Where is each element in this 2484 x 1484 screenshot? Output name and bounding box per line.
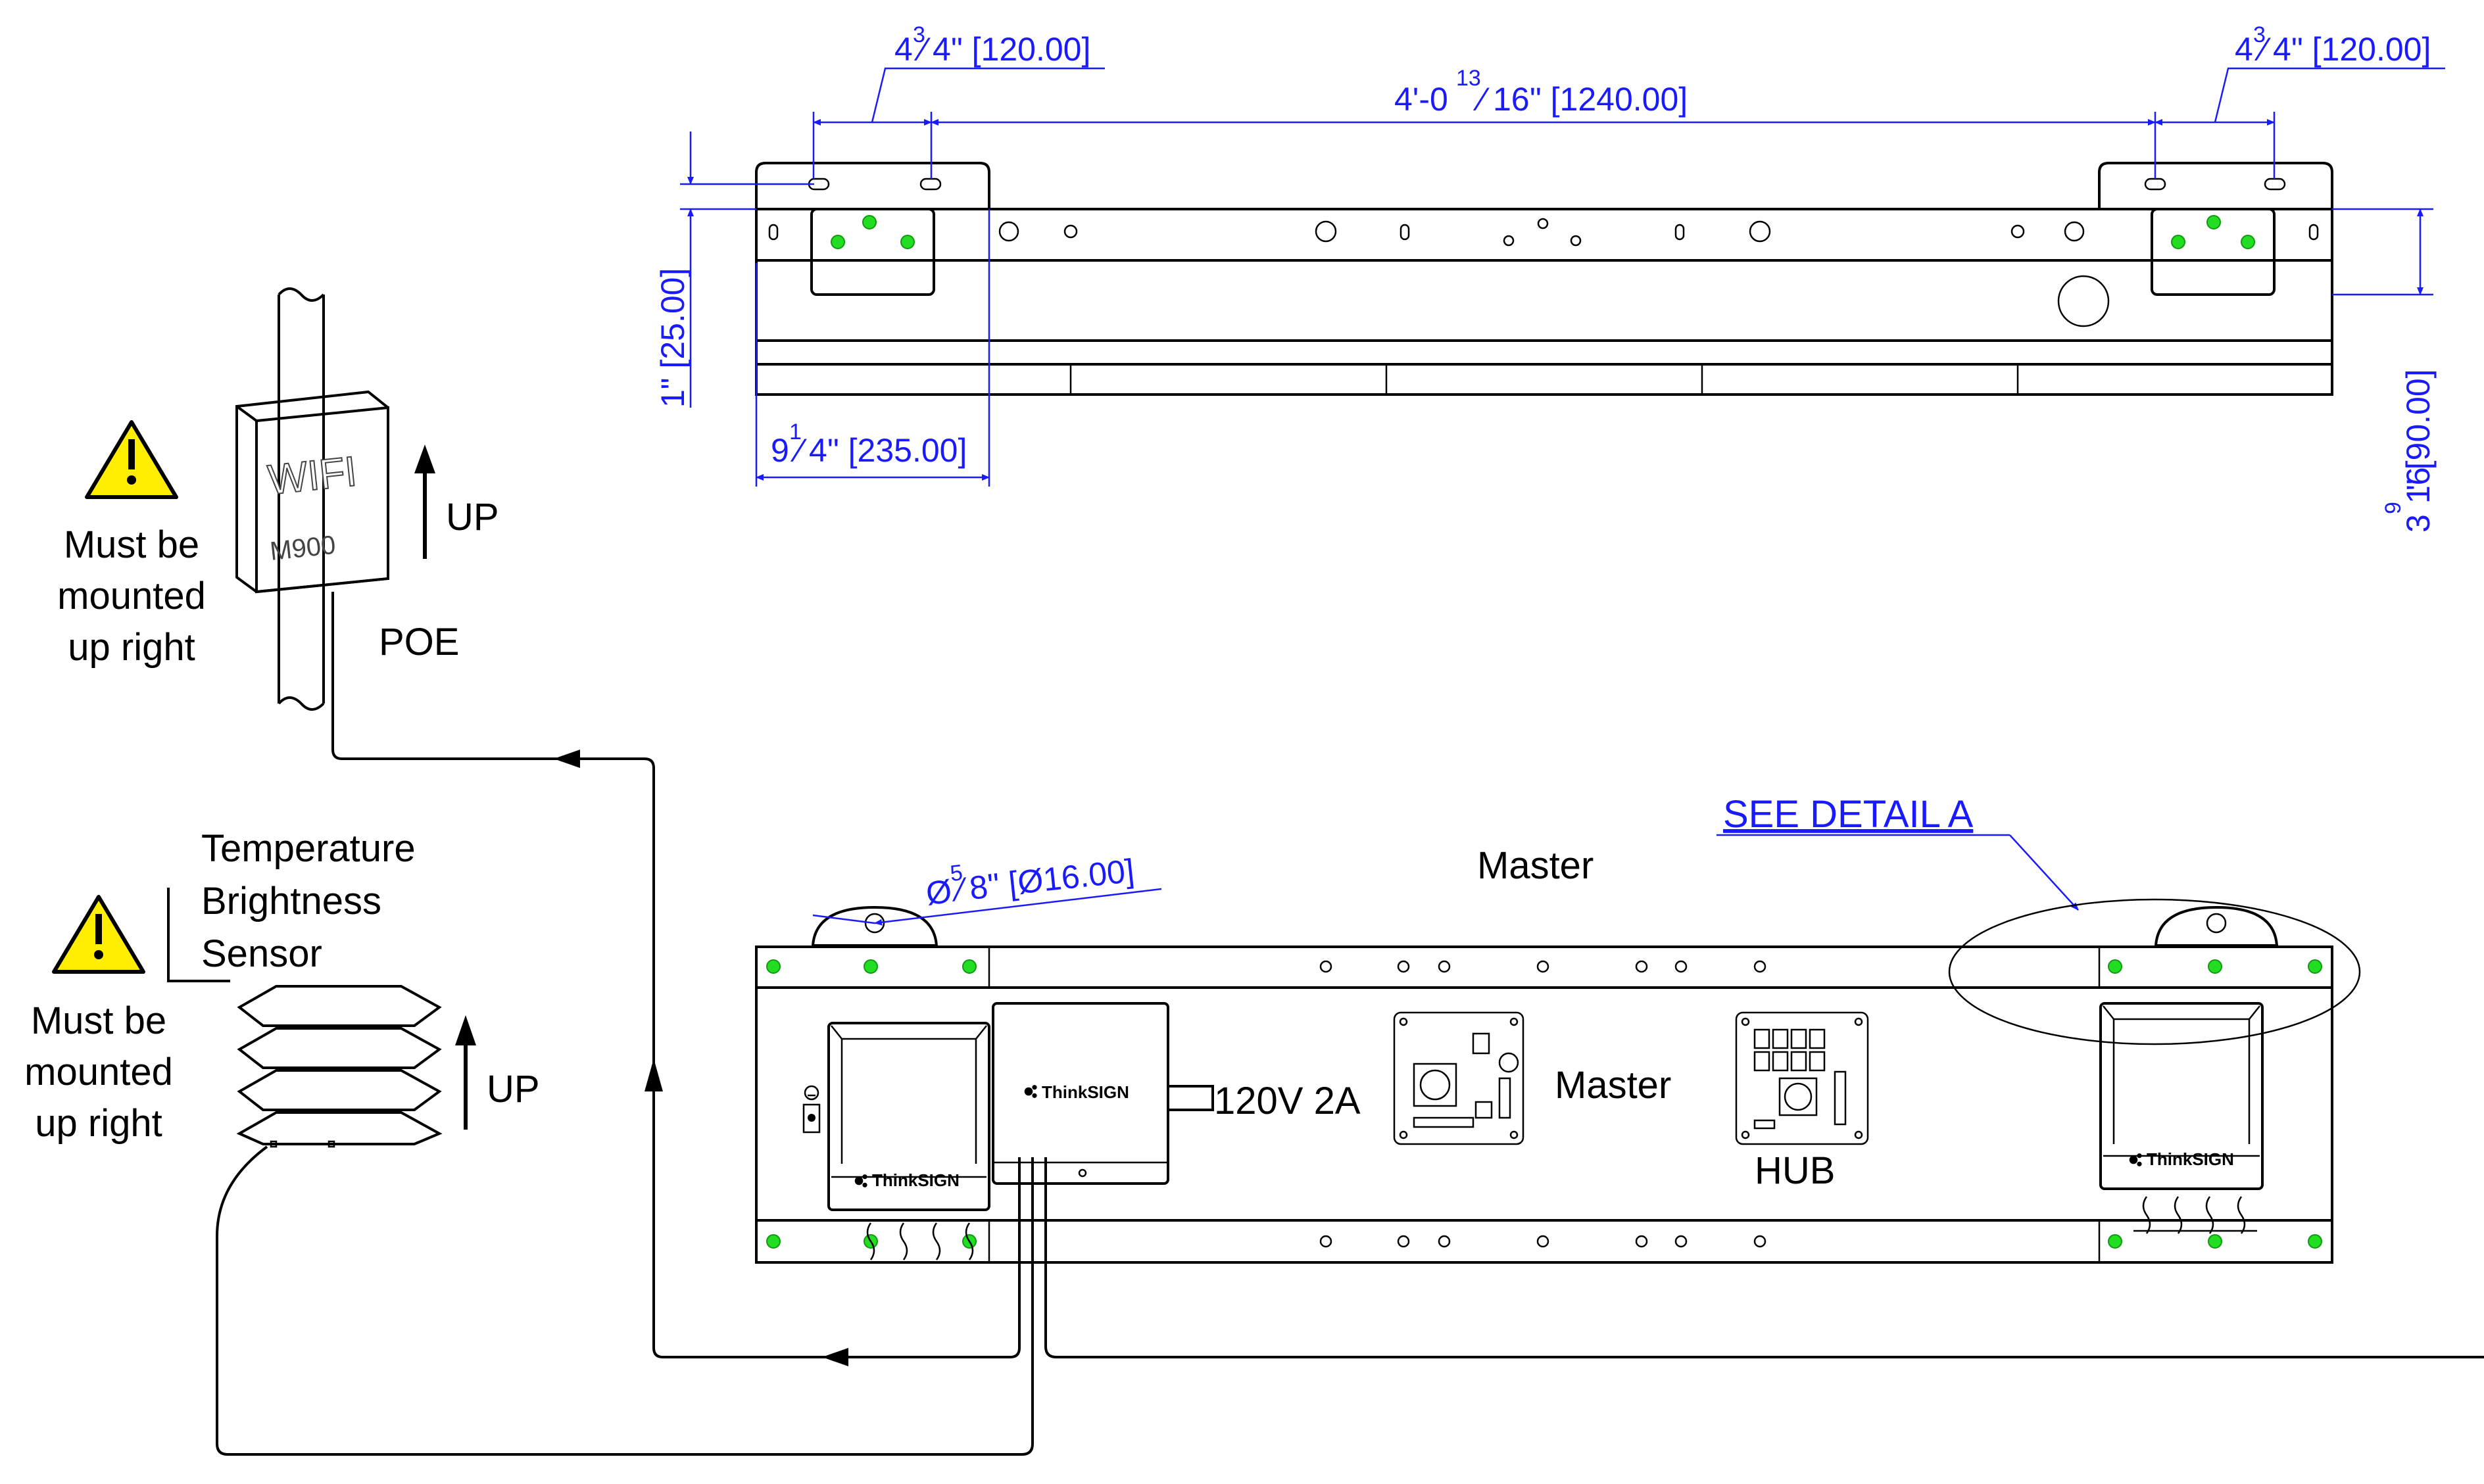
- dim-right-num-h: 9: [2381, 502, 2406, 514]
- dim-left-den: 4: [933, 31, 951, 68]
- wifi-unit: WIFI M900 UP POE Must be mounted up righ…: [57, 287, 499, 711]
- slot-hole: [919, 178, 942, 191]
- sensor-unit: Temperature Brightness Sensor UP Must be…: [24, 827, 540, 1148]
- slot-hole: [2264, 178, 2286, 191]
- logo-text-center: ThinkSIGN: [1042, 1082, 1129, 1102]
- sensor-line-2: Brightness: [201, 880, 381, 922]
- dim-hole-den: 8: [967, 868, 990, 907]
- dim-bottom-suffix: " [235.00]: [827, 432, 967, 469]
- dim-right-suffix-h: " [90.00]: [2400, 369, 2437, 491]
- power-label: 120V 2A: [1214, 1080, 1361, 1122]
- wifi-brand-text: WIFI: [266, 447, 359, 504]
- warning-wifi-line-3: up right: [68, 626, 195, 669]
- dim-left-whole: 4: [894, 31, 913, 68]
- dim-center-num: 13: [1456, 66, 1481, 91]
- dim-center-prefix: 4'-0: [1394, 81, 1448, 118]
- dim-left-suffix: " [120.00]: [951, 31, 1090, 68]
- dim-hole-num: 5: [949, 860, 964, 886]
- poe-label: POE: [379, 621, 460, 663]
- warning-wifi-line-2: mounted: [57, 575, 206, 617]
- wifi-box: [235, 390, 389, 594]
- dim-right-suffix: " [120.00]: [2291, 31, 2431, 68]
- dim-bottom-whole: 9: [771, 432, 789, 469]
- master-top-label: Master: [1477, 844, 1594, 887]
- sensor-line-3: Sensor: [201, 932, 322, 975]
- up-label-sensor: UP: [487, 1068, 540, 1111]
- arrow-up-icon: [414, 444, 435, 473]
- dim-right-den: 4: [2273, 31, 2291, 68]
- dim-center-den: 16: [1493, 81, 1530, 118]
- arrow-up-icon: [455, 1015, 476, 1045]
- warning-icon: [52, 895, 145, 974]
- dim-right-whole: 4: [2235, 31, 2253, 68]
- cables: [216, 592, 2484, 1456]
- logo-text-right: ThinkSIGN: [2147, 1149, 2234, 1169]
- master-board: [1393, 1011, 1524, 1145]
- power-supply-box: ThinkSIGN: [992, 1002, 1214, 1185]
- warning-sensor-line-1: Must be: [31, 999, 166, 1042]
- hub-board: [1735, 1011, 1869, 1145]
- dim-bottom-den: 4: [809, 432, 827, 469]
- dim-hole-prefix: Ø: [924, 873, 954, 912]
- dim-left-num: 3: [913, 22, 925, 47]
- warning-sensor-line-2: mounted: [24, 1051, 173, 1093]
- warning-sensor-line-3: up right: [35, 1102, 162, 1145]
- see-detail-link[interactable]: SEE DETAIL A: [1723, 793, 1974, 836]
- warning-icon: [85, 420, 178, 499]
- wifi-model-text: M900: [268, 531, 337, 566]
- dim-left-height: 1" [25.00]: [654, 268, 691, 408]
- thinksign-logo-icon: [1024, 1085, 1037, 1098]
- slot-hole: [2144, 178, 2166, 191]
- dim-right-den-h: 16: [2400, 467, 2437, 504]
- ground-icon: [802, 1085, 821, 1134]
- dim-hole-suffix: " [Ø16.00]: [986, 852, 1136, 904]
- sensor-line-1: Temperature: [201, 827, 416, 870]
- left-power-module: ThinkSIGN: [802, 1022, 990, 1260]
- top-dimensions: 4 3 ⁄ 4 " [120.00] 4 3 ⁄ 4 " [120.00] 4'…: [654, 22, 2445, 533]
- detail-a-callout: [1948, 898, 2361, 1045]
- right-power-module: ThinkSIGN: [2099, 1002, 2264, 1234]
- warning-wifi-line-1: Must be: [64, 523, 199, 566]
- up-label-wifi: UP: [446, 496, 499, 539]
- master-board-label: Master: [1555, 1064, 1671, 1107]
- logo-text-left: ThinkSIGN: [872, 1170, 960, 1190]
- top-rail-view: [755, 162, 2333, 396]
- dim-center-suffix: " [1240.00]: [1530, 81, 1688, 118]
- sensor-shield: [236, 985, 443, 1148]
- dim-right-whole-h: 3: [2400, 514, 2437, 533]
- hub-label: HUB: [1755, 1149, 1835, 1192]
- dim-bottom-num: 1: [789, 419, 802, 444]
- dim-right-num: 3: [2253, 22, 2266, 47]
- master-panel: Master SEE DETAIL A Ø 5 ⁄ 8 " [Ø16.00]: [755, 793, 2361, 1264]
